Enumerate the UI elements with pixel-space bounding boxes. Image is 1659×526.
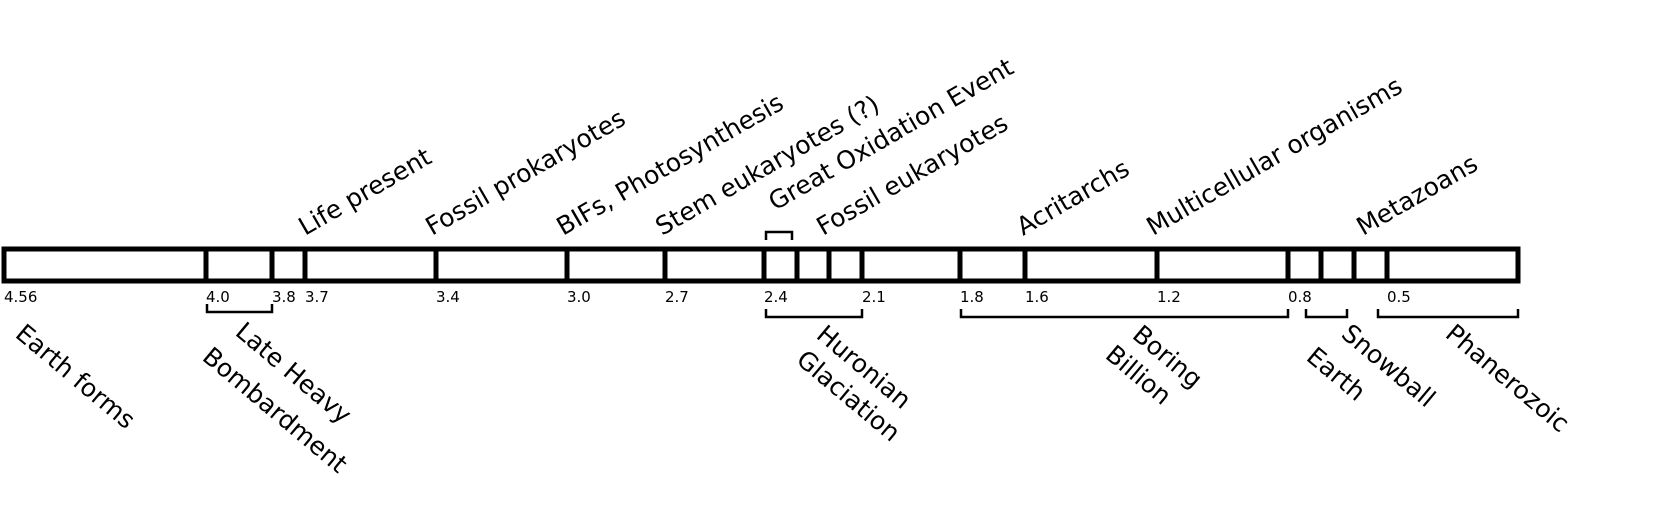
tick-label: 1.6 [1025,288,1049,306]
event-label-above: Acritarchs [1012,154,1135,242]
tick-label: 2.4 [764,288,788,306]
range-bracket [205,304,274,314]
timeline-bar [1,246,1521,284]
range-bracket [764,230,794,240]
event-label-below: Phanerozoic [1440,318,1575,438]
tick-label: 1.8 [960,288,984,306]
range-bracket [764,309,864,319]
tick-label: 3.0 [567,288,591,306]
tick-label: 0.5 [1387,288,1411,306]
tick-label: 0.8 [1288,288,1312,306]
range-bracket [1376,309,1520,319]
range-bracket [1304,309,1349,319]
tick-label: 4.0 [206,288,230,306]
event-label-above: Metazoans [1352,149,1483,241]
tick-label: 4.56 [4,288,37,306]
tick-label: 3.7 [305,288,329,306]
tick-label: 2.1 [862,288,886,306]
tick-label: 3.4 [436,288,460,306]
range-bracket [959,309,1290,319]
tick-label: 3.8 [272,288,296,306]
tick-label: 2.7 [665,288,689,306]
event-label-above: Life present [294,142,437,241]
tick-label: 1.2 [1157,288,1181,306]
event-label-below: Earth forms [10,318,141,434]
